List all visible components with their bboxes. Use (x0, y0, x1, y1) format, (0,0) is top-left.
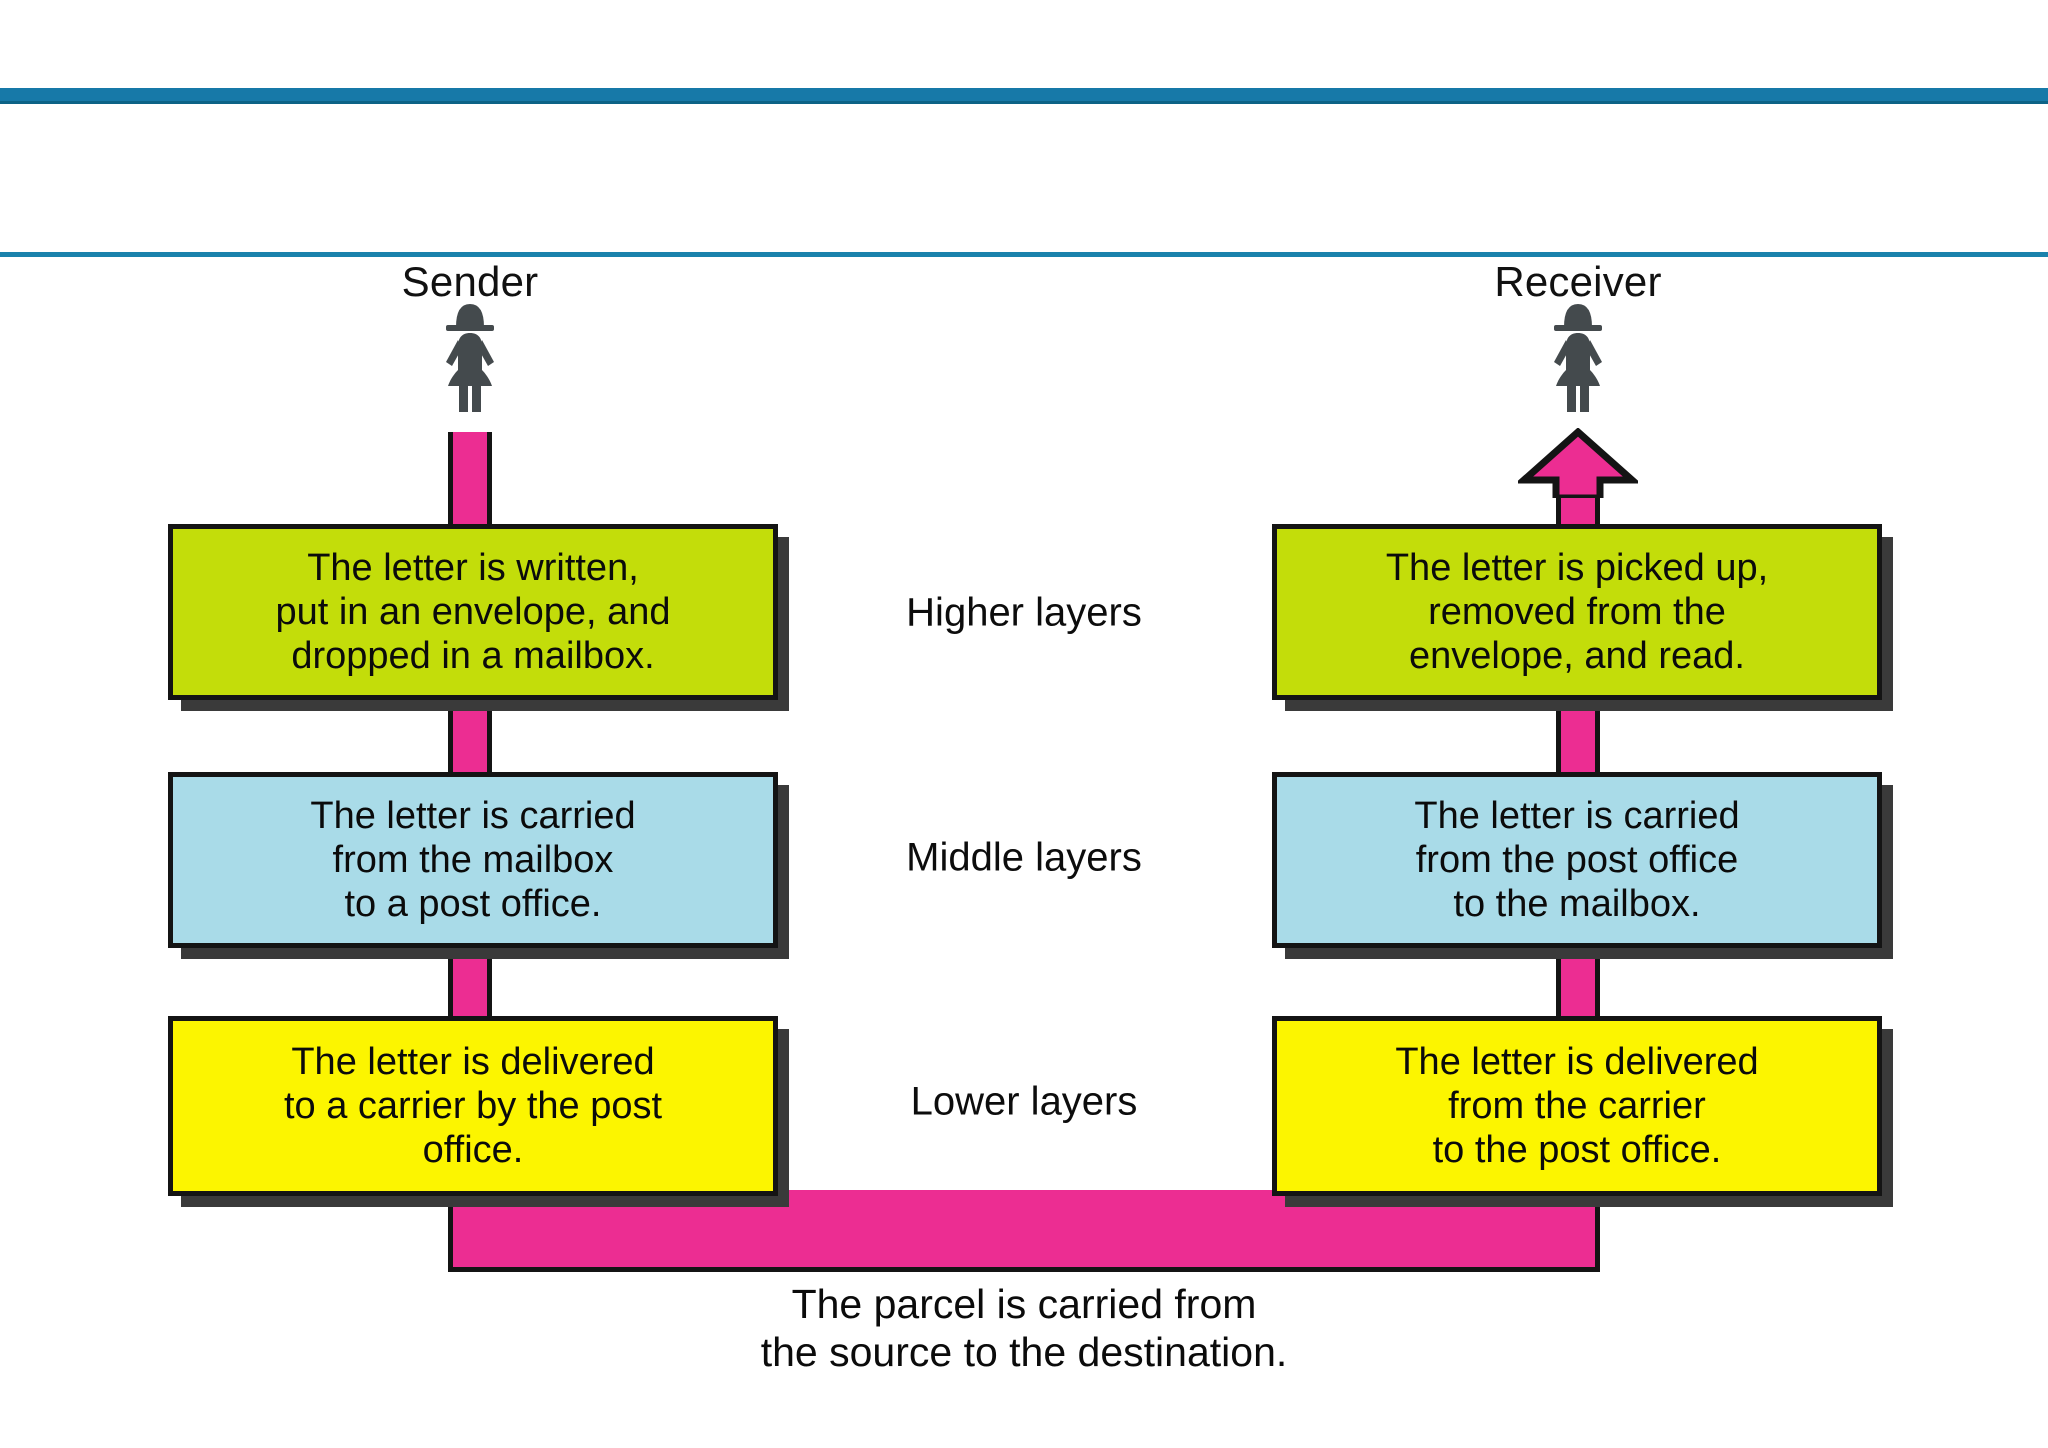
caption-lower-layers: Lower layers (910, 1079, 1138, 1124)
header-rule-thick (0, 88, 2048, 104)
sender-person-icon (432, 300, 508, 416)
receiver-higher-layer-text: The letter is picked up, removed from th… (1385, 546, 1769, 678)
sender-label: Sender (401, 258, 539, 305)
receiver-label: Receiver (1494, 258, 1662, 305)
receiver-lower-layer-box: The letter is delivered from the carrier… (1272, 1016, 1882, 1196)
caption-middle-layers: Middle layers (906, 835, 1142, 880)
receiver-person-icon (1540, 300, 1616, 416)
bottom-flow-connector (448, 1190, 1600, 1272)
receiver-higher-layer-box: The letter is picked up, removed from th… (1272, 524, 1882, 700)
receiver-middle-layer-box: The letter is carried from the post offi… (1272, 772, 1882, 948)
sender-higher-layer-box: The letter is written, put in an envelop… (168, 524, 778, 700)
bottom-caption: The parcel is carried from the source to… (760, 1281, 1288, 1376)
receiver-lower-layer-text: The letter is delivered from the carrier… (1395, 1040, 1759, 1172)
caption-higher-layers: Higher layers (906, 590, 1142, 635)
sender-lower-layer-box: The letter is delivered to a carrier by … (168, 1016, 778, 1196)
sender-lower-layer-text: The letter is delivered to a carrier by … (283, 1040, 663, 1172)
sender-middle-layer-text: The letter is carried from the mailbox t… (310, 794, 636, 926)
sender-higher-layer-text: The letter is written, put in an envelop… (275, 546, 671, 678)
header-rule-thin (0, 252, 2048, 257)
receiver-flow-arrow-icon (1514, 427, 1642, 502)
receiver-middle-layer-text: The letter is carried from the post offi… (1414, 794, 1740, 926)
sender-middle-layer-box: The letter is carried from the mailbox t… (168, 772, 778, 948)
